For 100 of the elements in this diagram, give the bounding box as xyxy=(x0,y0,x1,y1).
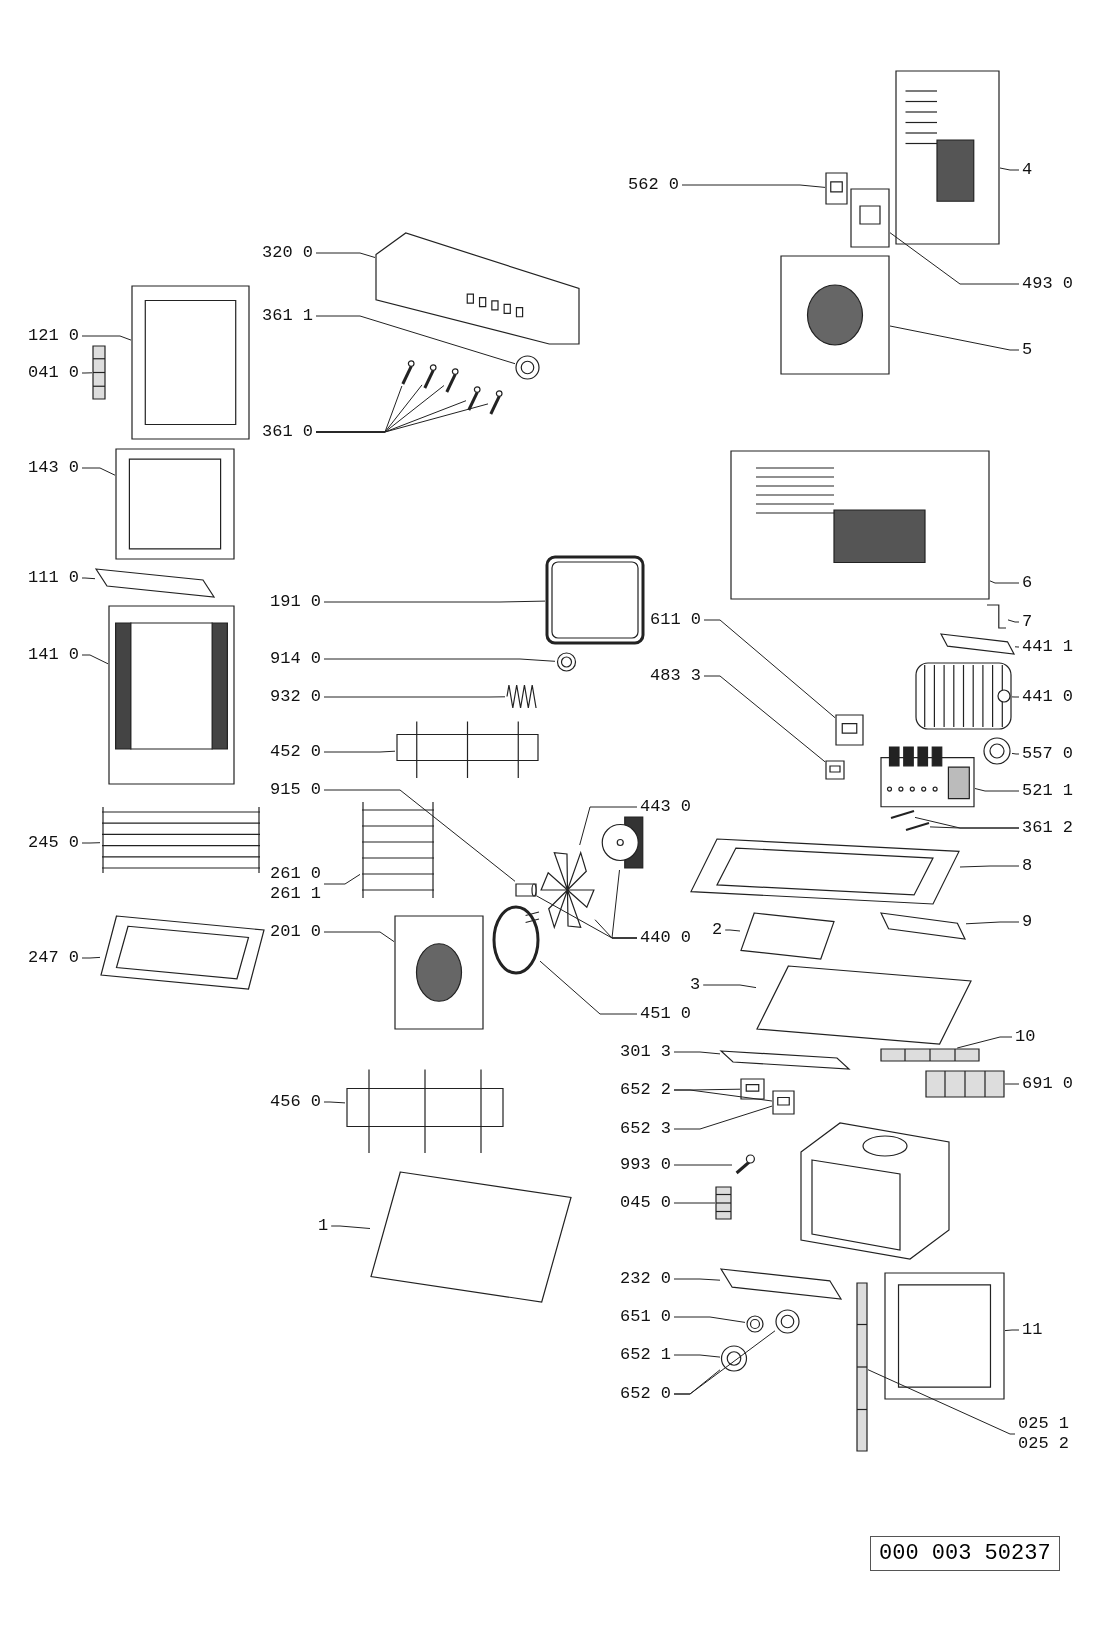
callout-number: 443 0 xyxy=(640,797,691,817)
callout-number: 915 0 xyxy=(270,780,321,800)
callout-number: 301 3 xyxy=(620,1042,671,1062)
leader-line xyxy=(315,403,489,433)
callout-number: 493 0 xyxy=(1022,274,1073,294)
callout-number: 611 0 xyxy=(650,610,701,630)
screw-drawing xyxy=(488,388,502,416)
base-plate-drawing xyxy=(756,965,972,1045)
callout-number: 652 3 xyxy=(620,1119,671,1139)
callout-number: 5 xyxy=(1022,340,1033,360)
timer-module-drawing xyxy=(880,745,975,808)
nut-drawing xyxy=(555,652,578,672)
leader-line xyxy=(929,826,1020,829)
leader-line xyxy=(81,577,96,580)
hinge-drawing xyxy=(92,345,106,400)
callout-number: 232 0 xyxy=(620,1269,671,1289)
rod-drawing xyxy=(880,1048,980,1062)
callout-number: 320 0 xyxy=(262,243,313,263)
rear-panel-drawing xyxy=(780,255,890,375)
back-cover-drawing xyxy=(895,70,1000,245)
leader-line xyxy=(1004,1329,1020,1332)
callout-number: 261 1 xyxy=(270,884,321,904)
leader-line xyxy=(703,619,836,719)
callout-number: 651 0 xyxy=(620,1307,671,1327)
callout-number: 025 1 xyxy=(1018,1414,1069,1434)
leader-line xyxy=(673,1051,721,1055)
leader-line xyxy=(673,1278,721,1281)
sensor-drawing xyxy=(925,1070,1005,1098)
callout-number: 11 xyxy=(1022,1320,1043,1340)
callout-number: 914 0 xyxy=(270,649,321,669)
callout-number: 4 xyxy=(1022,160,1033,180)
callout-number: 932 0 xyxy=(270,687,321,707)
callout-number: 441 0 xyxy=(1022,687,1073,707)
callout-number: 361 1 xyxy=(262,306,313,326)
spring-drawing xyxy=(505,683,540,710)
leader-line xyxy=(956,1036,1013,1049)
leader-line xyxy=(1011,752,1020,755)
leader-line xyxy=(323,1101,346,1104)
callout-number: 691 0 xyxy=(1022,1074,1073,1094)
callout-number: 440 0 xyxy=(640,928,691,948)
leader-line xyxy=(323,600,546,603)
leader-line xyxy=(81,372,93,374)
outer-door-glass-drawing xyxy=(108,605,235,785)
leader-line xyxy=(965,921,1020,925)
knob-drawing xyxy=(515,355,540,380)
rail-drawing xyxy=(720,1050,850,1070)
connector-drawing xyxy=(825,760,845,780)
side-shelf-drawing xyxy=(740,912,835,960)
leader-line xyxy=(724,929,741,932)
callout-number: 7 xyxy=(1022,612,1033,632)
callout-number: 361 0 xyxy=(262,422,313,442)
bushing-drawing xyxy=(515,880,537,900)
callout-number: 441 1 xyxy=(1022,637,1073,657)
callout-number: 141 0 xyxy=(28,645,79,665)
leader-line xyxy=(989,580,1020,584)
leader-line xyxy=(673,1354,721,1358)
leader-line xyxy=(959,865,1020,868)
side-door-drawing xyxy=(884,1272,1005,1400)
leader-line xyxy=(673,1105,773,1130)
control-panel-drawing xyxy=(375,232,580,345)
baking-tray-drawing xyxy=(100,915,265,990)
relay-drawing xyxy=(835,714,864,746)
leader-line xyxy=(999,167,1020,171)
callout-number: 652 1 xyxy=(620,1345,671,1365)
callout-number: 451 0 xyxy=(640,1004,691,1024)
callout-number: 025 2 xyxy=(1018,1434,1069,1454)
callout-number: 1 xyxy=(318,1216,329,1236)
leader-line xyxy=(703,675,826,763)
screw-drawing xyxy=(400,358,414,386)
callout-number: 557 0 xyxy=(1022,744,1073,764)
screw-drawing xyxy=(422,362,436,390)
callout-number: 247 0 xyxy=(28,948,79,968)
top-cover-drawing xyxy=(730,450,990,600)
leader-line xyxy=(673,1089,773,1102)
leader-line xyxy=(1007,619,1020,623)
latch-drawing xyxy=(715,1186,732,1220)
callout-number: 3 xyxy=(690,975,701,995)
callout-number: 261 0 xyxy=(270,864,321,884)
leader-line xyxy=(1011,696,1020,698)
callout-number: 041 0 xyxy=(28,363,79,383)
fan-motor-drawing xyxy=(600,815,645,870)
housing-frame-drawing xyxy=(690,838,960,905)
fan-strip-drawing xyxy=(940,633,1015,655)
callout-number: 201 0 xyxy=(270,922,321,942)
leader-line xyxy=(330,1225,371,1229)
callout-number: 521 1 xyxy=(1022,781,1073,801)
side-rack-drawing xyxy=(360,800,436,900)
leader-line xyxy=(323,696,506,698)
callout-number: 993 0 xyxy=(620,1155,671,1175)
front-strip-drawing xyxy=(720,1268,842,1300)
leader-line xyxy=(681,184,826,188)
cover-plate-drawing xyxy=(880,912,966,940)
pin-drawing xyxy=(905,822,930,831)
leader-line xyxy=(673,1164,733,1166)
leader-line xyxy=(974,788,1020,792)
leader-line xyxy=(673,1316,746,1323)
callout-number: 121 0 xyxy=(28,326,79,346)
leader-line xyxy=(323,750,396,753)
leader-line xyxy=(315,315,516,365)
callout-number: 245 0 xyxy=(28,833,79,853)
